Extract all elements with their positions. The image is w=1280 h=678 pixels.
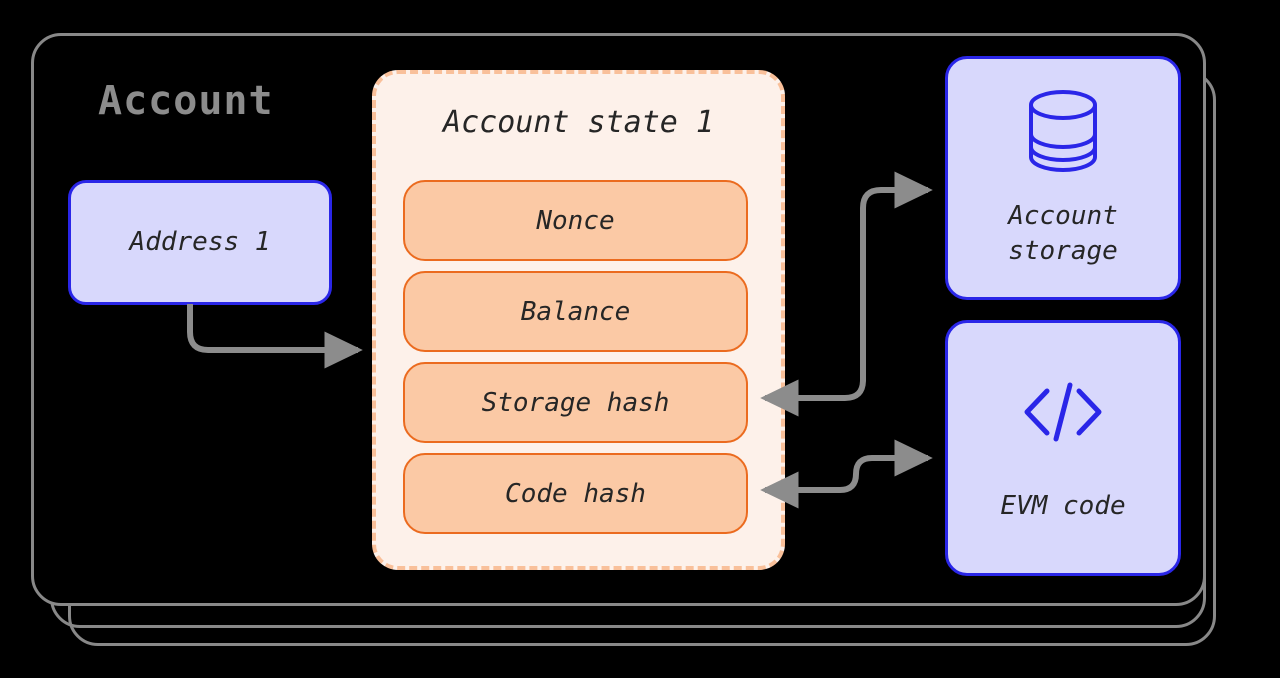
field-nonce[interactable]: Nonce: [403, 180, 748, 261]
code-brackets-icon: [1024, 382, 1102, 442]
field-storage-hash[interactable]: Storage hash: [403, 362, 748, 443]
field-balance-label: Balance: [520, 296, 631, 327]
evm-code-label: EVM code: [1000, 491, 1126, 522]
address-box[interactable]: Address 1: [68, 180, 332, 305]
account-storage-label: Account storage: [1008, 200, 1118, 266]
field-storage-hash-label: Storage hash: [481, 387, 670, 418]
field-balance[interactable]: Balance: [403, 271, 748, 352]
account-storage-box[interactable]: Account storage: [945, 56, 1181, 300]
database-icon: [1029, 89, 1097, 172]
field-code-hash[interactable]: Code hash: [403, 453, 748, 534]
field-code-hash-label: Code hash: [505, 478, 646, 509]
field-nonce-label: Nonce: [536, 205, 615, 236]
account-state-title: Account state 1: [443, 105, 714, 140]
account-state-field-list: Nonce Balance Storage hash Code hash: [403, 180, 748, 534]
evm-code-box[interactable]: EVM code: [945, 320, 1181, 576]
address-label: Address 1: [129, 226, 271, 257]
page-title: Account: [98, 78, 274, 124]
account-state-panel: Account state 1 Nonce Balance Storage ha…: [372, 70, 785, 570]
